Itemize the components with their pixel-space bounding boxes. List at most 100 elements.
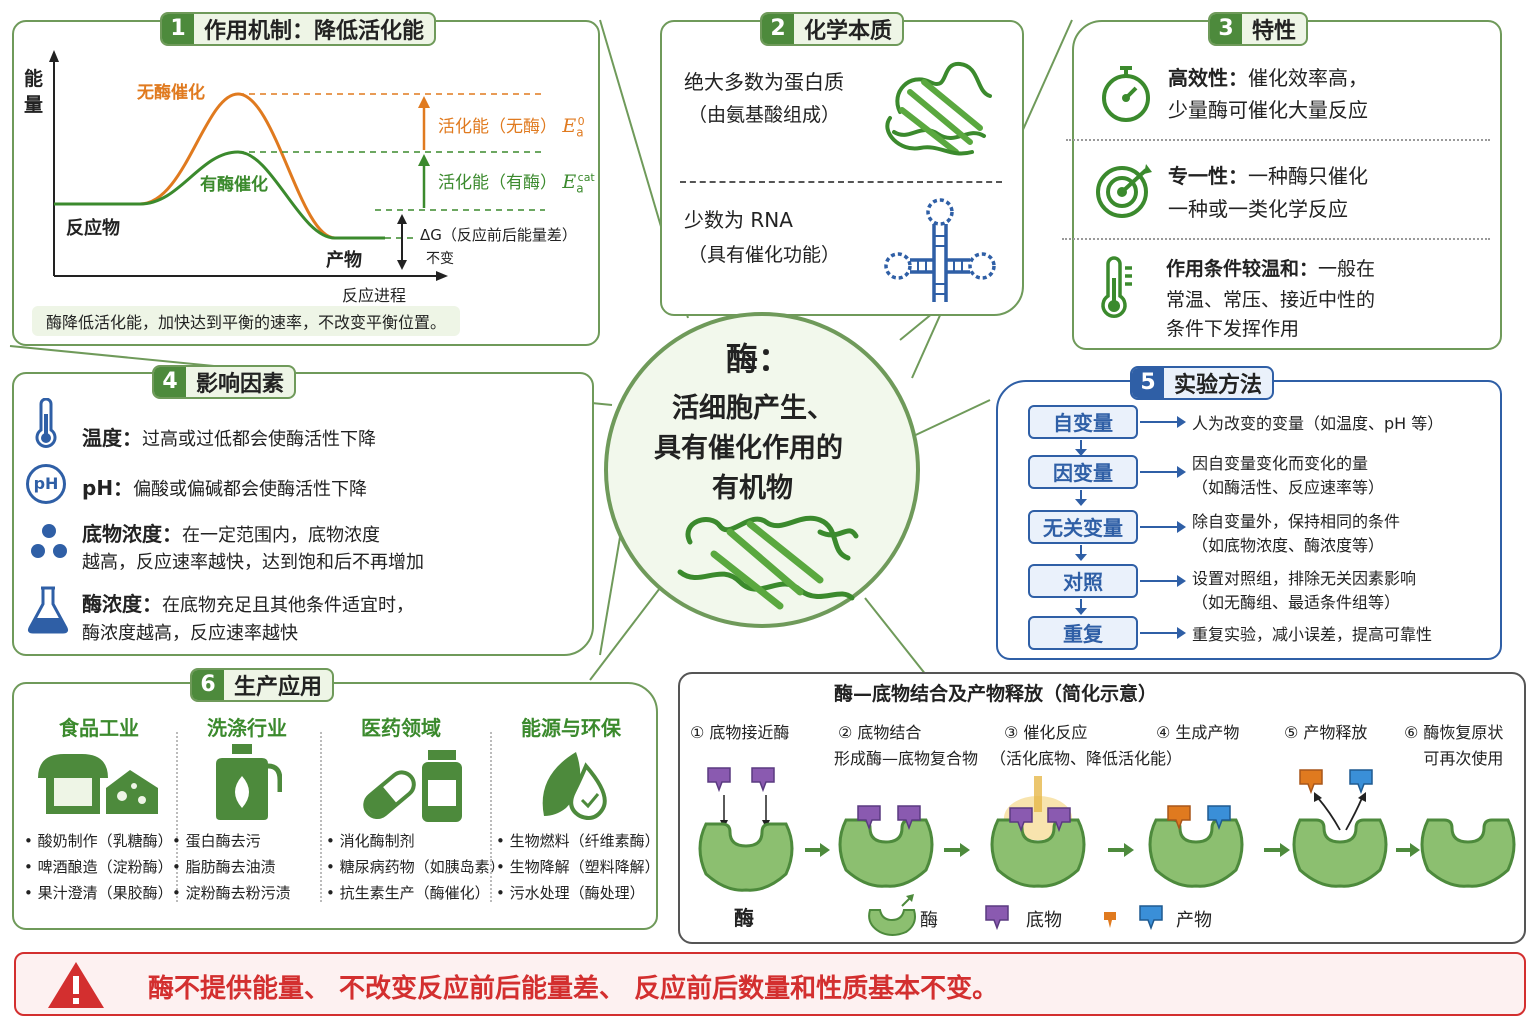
binding-step-1: ① 底物接近酶 <box>690 720 789 746</box>
protein-structure-icon <box>885 61 992 156</box>
down-arrow-icon <box>1075 440 1087 456</box>
method-desc: 除自变量外，保持相同的条件 <box>1192 512 1401 531</box>
app-item: • 污水处理（酶处理） <box>496 884 645 902</box>
property-bold: 专一性： <box>1168 164 1248 188</box>
binding-step-5: ⑤ 产物释放 <box>1284 720 1367 746</box>
arrow-icon <box>1140 416 1186 428</box>
applications-title: 6 生产应用 <box>190 668 335 702</box>
legend-product-icon <box>1104 912 1116 928</box>
ea-uncat-symbol: E <box>562 115 577 137</box>
app-items: • 生物燃料（纤维素酶） • 生物降解（塑料降解） • 污水处理（酶处理） <box>496 828 660 906</box>
app-item: • 糖尿病药物（如胰岛素） <box>326 858 505 876</box>
factor-enzyme-line1: 酶浓度：在底物充足且其他条件适宜时， <box>82 588 414 617</box>
enzyme-icon <box>1148 818 1244 888</box>
ea-catalyzed-label: 活化能（有酶） Eacat <box>438 168 595 195</box>
factor-enzyme-line2: 酶浓度越高，反应速率越快 <box>82 623 298 644</box>
method-dependent-variable: 因变量 <box>1028 455 1138 489</box>
center-circle <box>604 312 920 628</box>
section-title: 影响因素 <box>196 372 285 397</box>
property-mild-line3: 条件下发挥作用 <box>1166 318 1300 340</box>
app-heading: 食品工业 <box>59 716 139 740</box>
ea-uncat-text: 活化能（无酶） <box>438 117 557 137</box>
factor-text: 过高或过低都会使酶活性下降 <box>142 429 376 450</box>
property-mild-line1: 作用条件较温和：一般在 <box>1166 254 1375 281</box>
legend-product-icon <box>1139 905 1163 929</box>
center-line-2: 具有催化作用的 <box>654 433 843 464</box>
leaf-drop-icon <box>542 752 607 820</box>
enzyme-caption: 酶 <box>734 906 754 930</box>
factor-text: 在底物充足且其他条件适宜时， <box>162 595 414 616</box>
ea-uncat-sup: 0 <box>577 115 585 129</box>
app-item: • 蛋白酶去污 <box>172 832 261 850</box>
app-item: • 淀粉酶去粉污渍 <box>172 884 291 902</box>
ea-cat-sub: a <box>576 181 584 196</box>
center-line-3: 有机物 <box>712 473 793 504</box>
enzyme-structure-icon <box>677 515 859 610</box>
legend-substrate-icon <box>985 905 1009 929</box>
method-desc-2: （如酶活性、反应速率等） <box>1192 478 1385 497</box>
binding-panel <box>678 672 1526 944</box>
arrow-icon <box>1140 575 1186 587</box>
step-label: ⑥ 酶恢复原状 <box>1404 723 1504 742</box>
step-label-2: 形成酶—底物复合物 <box>834 749 979 768</box>
legend-enzyme-icon <box>868 909 916 936</box>
step-label: ③ 催化反应 <box>1004 723 1088 742</box>
legend-product-label: 产物 <box>1176 910 1212 931</box>
factor-ph: pH：偏酸或偏碱都会使酶活性下降 <box>82 472 367 501</box>
factor-bold: 酶浓度： <box>82 592 162 616</box>
product-icon <box>1299 769 1323 793</box>
section-number: 3 <box>1210 14 1242 44</box>
method-independent-variable: 自变量 <box>1028 405 1138 439</box>
app-separator <box>320 732 322 902</box>
ea-uncatalyzed-label: 活化能（无酶） Ea0 <box>438 112 585 139</box>
app-items: • 酸奶制作（乳糖酶） • 啤酒酿造（淀粉酶） • 果汁澄清（果胶酶） <box>24 828 173 906</box>
step-label-2: （活化底物、降低活化能） <box>990 749 1183 768</box>
factor-bold: 温度： <box>82 426 142 450</box>
stopwatch-icon <box>1102 66 1150 122</box>
factor-substrate-line2: 越高，反应速率越快，达到饱和后不再增加 <box>82 552 424 573</box>
delta-g-label: ΔG（反应前后能量差） <box>420 226 577 244</box>
section-title: 作用机制：降低活化能 <box>204 19 425 44</box>
section-number: 2 <box>762 14 794 44</box>
down-arrow-icon <box>1075 545 1087 561</box>
arrow-icon <box>1140 521 1186 533</box>
center-line-1: 活细胞产生、 <box>672 393 834 424</box>
method-repetition: 重复 <box>1028 616 1138 650</box>
app-heading: 能源与环保 <box>521 716 621 740</box>
step-label-2: 可再次使用 <box>1423 749 1504 768</box>
property-specificity-line1: 专一性：一种酶只催化 <box>1168 160 1368 189</box>
warning-text: 酶不提供能量、 不改变反应前后能量差、 反应前后数量和性质基本不变。 <box>148 974 999 1004</box>
step-label: ④ 生成产物 <box>1156 723 1240 742</box>
delta-g-note: 不变 <box>426 251 454 267</box>
energy-diagram <box>49 50 545 281</box>
app-column-medicine: 医药领域 • 消化酶制剂 • 糖尿病药物（如胰岛素） • 抗生素生产（酶催化） <box>326 712 505 902</box>
section-number: 4 <box>154 367 186 397</box>
step-label: ② 底物结合 <box>838 723 922 742</box>
method-controlled-variable: 无关变量 <box>1028 510 1138 544</box>
app-items: • 蛋白酶去污 • 脂肪酶去油渍 • 淀粉酶去粉污渍 <box>172 828 291 906</box>
method-desc: 设置对照组，排除无关因素影响 <box>1192 569 1417 588</box>
properties-divider-1 <box>1066 139 1490 141</box>
app-separator <box>490 732 492 902</box>
center-title: 酶： <box>726 340 791 378</box>
app-item: • 果汁澄清（果胶酶） <box>24 884 173 902</box>
section-title: 生产应用 <box>234 675 323 700</box>
factor-text: 偏酸或偏碱都会使酶活性下降 <box>133 479 368 500</box>
app-column-food: 食品工业 • 酸奶制作（乳糖酶） • 啤酒酿造（淀粉酶） • 果汁澄清（果胶酶） <box>24 712 174 902</box>
bread-cheese-icon <box>38 754 158 814</box>
property-bold: 高效性： <box>1168 66 1248 90</box>
substrate-icon <box>751 767 775 791</box>
property-text: 一种酶只催化 <box>1248 164 1368 188</box>
enzyme-icon <box>698 822 794 892</box>
mechanism-title: 1 作用机制：降低活化能 <box>160 12 437 46</box>
binding-step-3: ③ 催化反应 （活化底物、降低活化能） <box>990 720 1182 772</box>
app-item: • 酸奶制作（乳糖酶） <box>24 832 173 850</box>
step-label: ① 底物接近酶 <box>690 723 790 742</box>
properties-divider-2 <box>1062 238 1490 240</box>
property-efficiency-line1: 高效性：催化效率高， <box>1168 62 1368 91</box>
app-item: • 生物燃料（纤维素酶） <box>496 832 660 850</box>
mechanism-summary: 酶降低活化能，加快达到平衡的速率，不改变平衡位置。 <box>32 306 461 336</box>
properties-title: 3 特性 <box>1208 12 1309 46</box>
ea-uncat-sub: a <box>576 125 584 140</box>
